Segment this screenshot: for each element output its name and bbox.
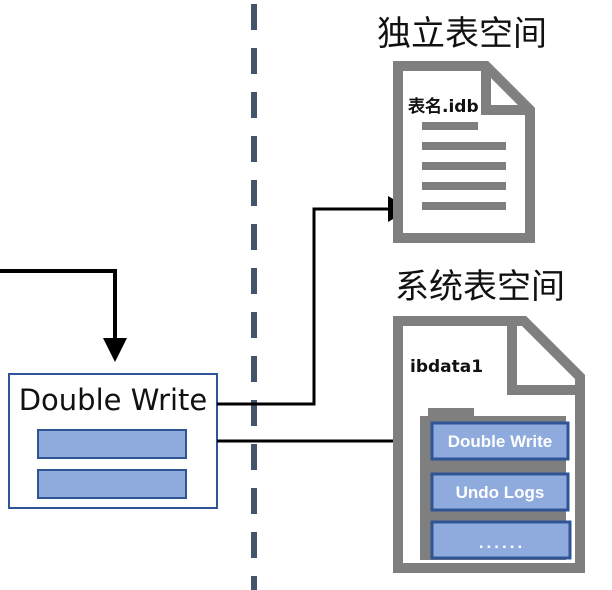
double-write-buffer-label: Double Write: [19, 383, 208, 417]
table-file-name: 表名.idb: [408, 96, 479, 117]
segment-double-write: Double Write: [430, 421, 570, 461]
segment-more: ......: [430, 520, 572, 560]
buffer-block-2: [37, 469, 187, 499]
table-file-document-icon: [393, 61, 535, 243]
arrow-into-buffer-head: [103, 338, 127, 362]
independent-tablespace-title: 独立表空间: [377, 14, 547, 54]
system-file-name: ibdata1: [410, 357, 483, 377]
system-tablespace-title: 系统表空间: [395, 267, 565, 307]
segment-undo-logs: Undo Logs: [430, 472, 570, 512]
arrow-to-table-file: [217, 207, 392, 406]
segment-double-write-label: Double Write: [448, 432, 553, 451]
segment-more-label: ......: [479, 533, 525, 552]
arrow-into-buffer: [0, 269, 117, 348]
segment-undo-logs-label: Undo Logs: [456, 483, 545, 502]
buffer-block-1: [37, 429, 187, 459]
